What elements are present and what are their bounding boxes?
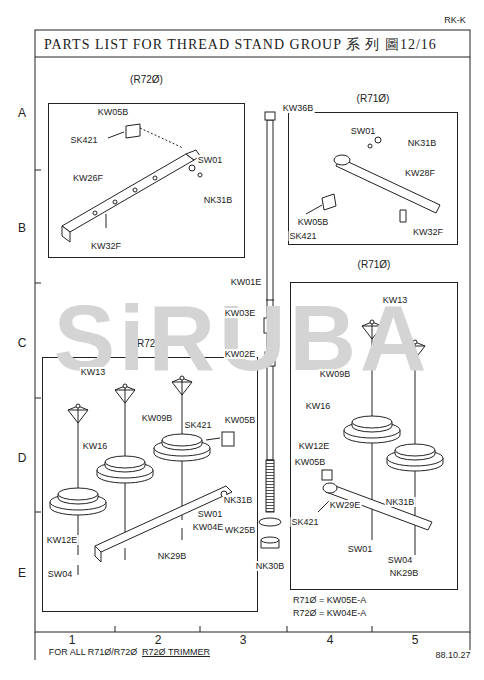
footer-note: R72Ø TRIMMER bbox=[141, 647, 211, 657]
callout-label: SK421 bbox=[183, 420, 212, 430]
callout-label: SW01 bbox=[350, 126, 377, 136]
callout-label: KW16 bbox=[305, 401, 332, 411]
watermark: SiRUBA bbox=[53, 292, 432, 384]
callout-label: NK29B bbox=[157, 551, 188, 561]
grid-reference: D bbox=[17, 452, 28, 465]
callout-label: KW05B bbox=[294, 457, 327, 467]
callout-label: KW02E bbox=[224, 349, 257, 359]
footer-note: RK-K bbox=[443, 15, 467, 25]
callout-label: NK31B bbox=[407, 138, 438, 148]
footer-note: 88.10.27 bbox=[434, 650, 471, 660]
callout-label: KW13 bbox=[80, 367, 107, 377]
callout-label: KW09B bbox=[141, 413, 174, 423]
callout-label: NK31B bbox=[385, 497, 416, 507]
grid-reference: 5 bbox=[411, 634, 420, 647]
callout-label: SK421 bbox=[290, 517, 319, 527]
callout-label: KW03E bbox=[224, 308, 257, 318]
callout-label: SW01 bbox=[197, 155, 224, 165]
callout-label: KW13 bbox=[382, 295, 409, 305]
equivalence-note: R71Ø = KW05E-A bbox=[292, 595, 367, 605]
callout-label: KW16 bbox=[82, 441, 109, 451]
grid-reference: 4 bbox=[326, 634, 335, 647]
callout-label: KW26F bbox=[72, 173, 104, 183]
callout-label: SW04 bbox=[387, 555, 414, 565]
callout-label: NK29B bbox=[389, 568, 420, 578]
panel-heading: (R72Ø) bbox=[128, 74, 165, 85]
panel-heading: (R71Ø) bbox=[356, 259, 393, 270]
title: PARTS LIST FOR THREAD STAND GROUP 系 列 圖1… bbox=[44, 37, 437, 53]
grid-reference: B bbox=[17, 222, 27, 235]
callout-label: WK25B bbox=[224, 525, 257, 535]
callout-label: KW05B bbox=[297, 217, 330, 227]
callout-label: SW04 bbox=[47, 569, 74, 579]
callout-label: KW36B bbox=[282, 103, 315, 113]
callout-label: KW29E bbox=[329, 500, 362, 510]
callout-label: KW32F bbox=[412, 227, 444, 237]
callout-label: KW12E bbox=[46, 535, 79, 545]
grid-reference: A bbox=[17, 107, 27, 120]
callout-label: NK30B bbox=[255, 561, 286, 571]
callout-label: NK31B bbox=[223, 495, 254, 505]
callout-label: SW01 bbox=[347, 544, 374, 554]
grid-reference: C bbox=[17, 337, 28, 350]
callout-label: KW09B bbox=[319, 369, 352, 379]
panel-box: (R72Ø) bbox=[42, 357, 258, 612]
callout-label: SK421 bbox=[69, 135, 98, 145]
callout-label: SW01 bbox=[197, 509, 224, 519]
callout-label: KW04E bbox=[192, 522, 225, 532]
grid-reference: E bbox=[17, 567, 27, 580]
callout-label: KW32F bbox=[90, 241, 122, 251]
footer-note: FOR ALL R71Ø/R72Ø bbox=[48, 647, 139, 657]
callout-label: NK31B bbox=[203, 195, 234, 205]
grid-reference: 2 bbox=[154, 634, 163, 647]
callout-label: KW28F bbox=[404, 168, 436, 178]
callout-label: KW01E bbox=[230, 277, 263, 287]
callout-label: KW12E bbox=[298, 441, 331, 451]
callout-label: KW05B bbox=[224, 415, 257, 425]
panel-heading: (R71Ø) bbox=[355, 93, 392, 104]
grid-reference: 1 bbox=[68, 634, 77, 647]
callout-label: SK421 bbox=[288, 231, 317, 241]
callout-label: KW05B bbox=[97, 107, 130, 117]
equivalence-note: R72Ø = KW04E-A bbox=[292, 608, 367, 618]
grid-reference: 3 bbox=[239, 634, 248, 647]
